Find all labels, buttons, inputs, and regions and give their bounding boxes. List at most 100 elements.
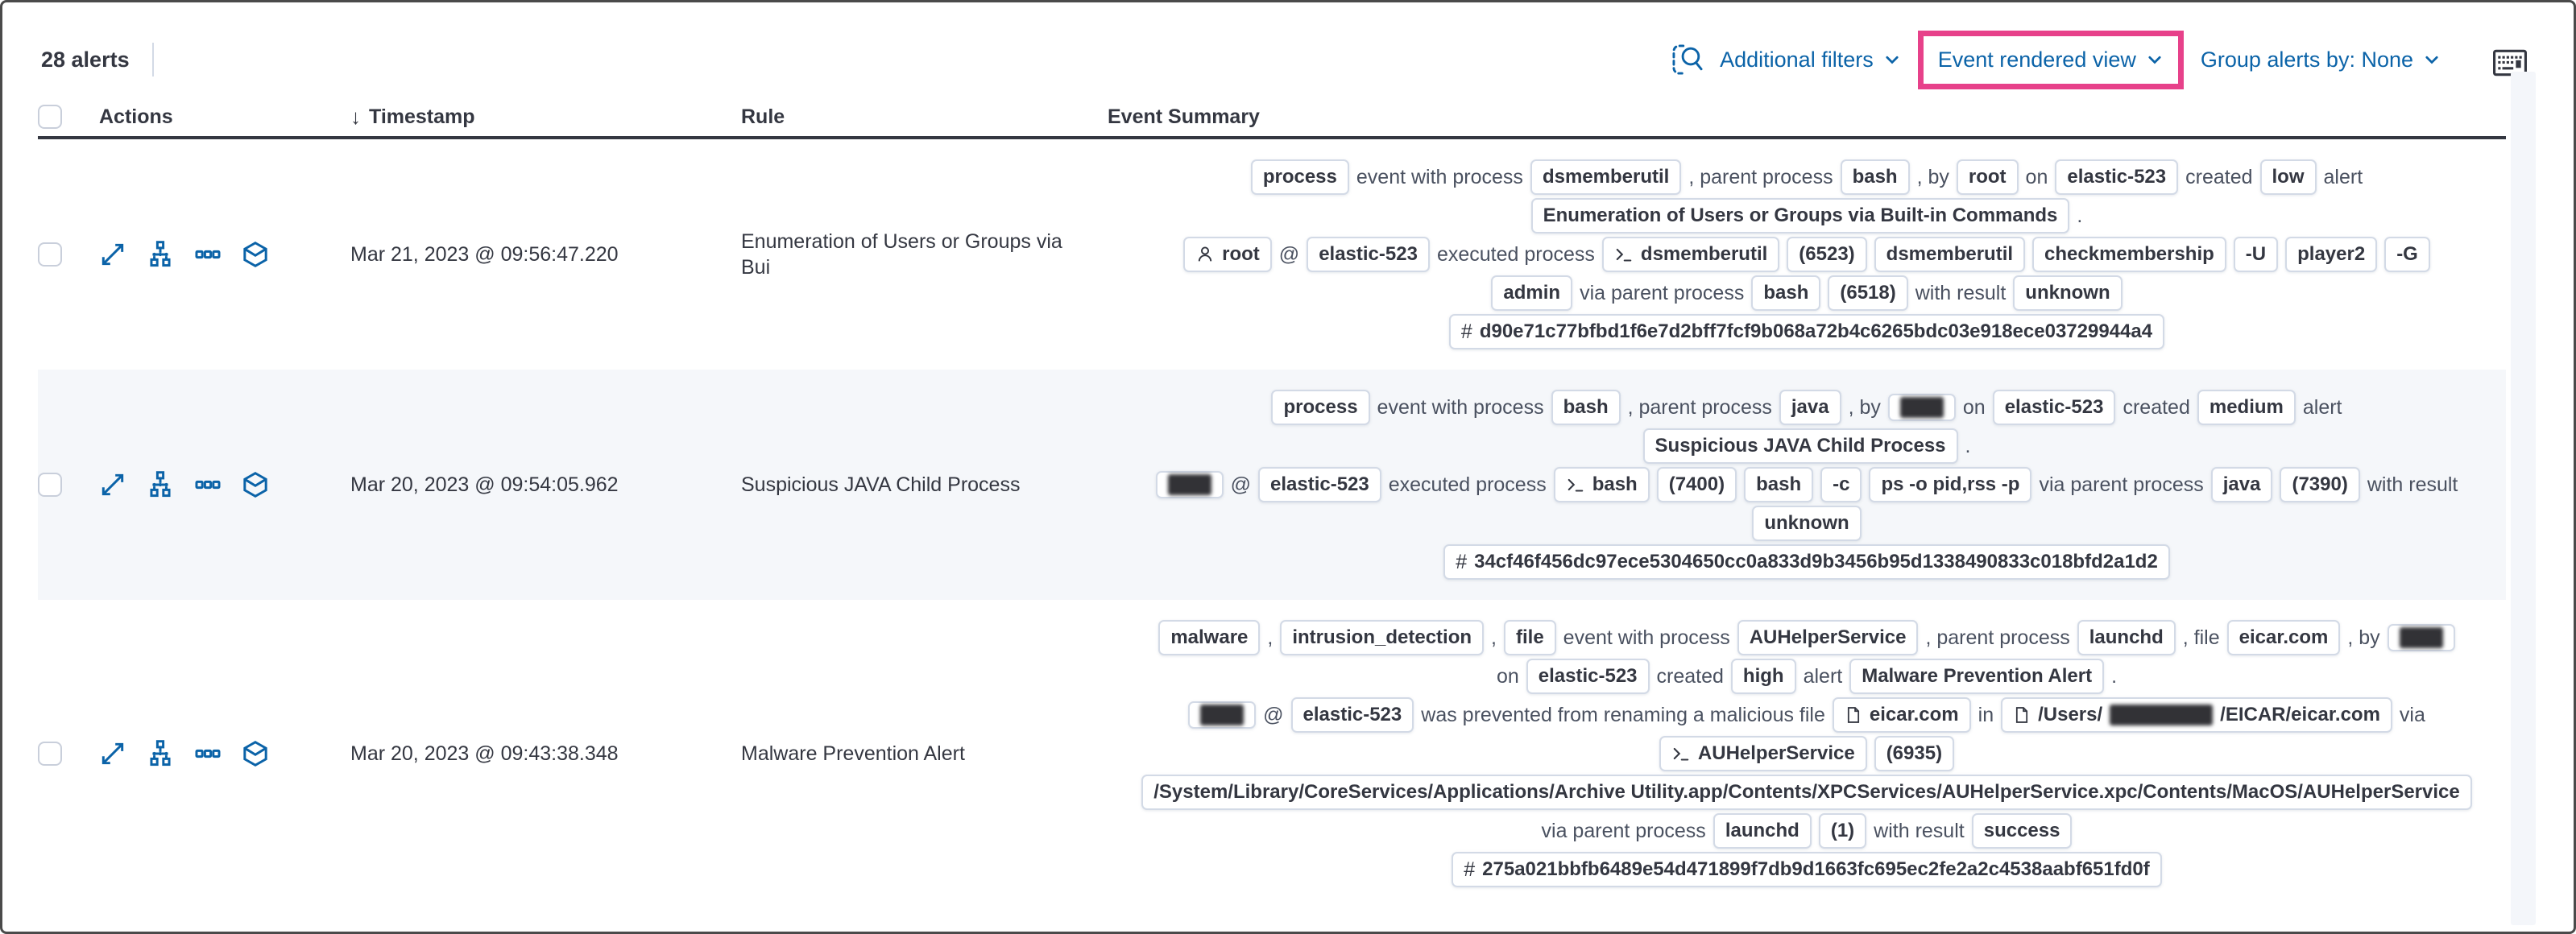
keyboard-shortcuts-icon xyxy=(2493,49,2527,76)
field-badge: java xyxy=(2210,467,2273,502)
badge-text: process xyxy=(1283,396,1358,418)
chevron-down-icon xyxy=(2148,56,2161,64)
inspect-icon xyxy=(1672,44,1703,75)
badge-text: Malware Prevention Alert xyxy=(1862,665,2093,687)
field-badge: unknown xyxy=(2013,275,2123,311)
field-badge: eicar.com xyxy=(1832,697,1971,733)
session-view-button[interactable] xyxy=(242,241,269,268)
additional-filters-button[interactable]: Additional filters xyxy=(1720,48,1901,72)
vertical-scrollbar[interactable] xyxy=(2511,72,2536,925)
badge-text: Suspicious JAVA Child Process xyxy=(1655,435,1946,457)
row-select-checkbox[interactable] xyxy=(38,242,62,267)
field-badge: dsmemberutil xyxy=(1601,237,1780,272)
badge-text: AUHelperService xyxy=(1749,626,1907,648)
field-badge: dsmemberutil xyxy=(1530,159,1682,195)
summary-text: @ xyxy=(1278,242,1300,266)
badge-text: -G xyxy=(2396,243,2418,265)
badge-text: d90e71c77bfbd1f6e7d2bff7fcf9b068a72b4c62… xyxy=(1479,320,2153,342)
field-badge: Enumeration of Users or Groups via Built… xyxy=(1530,198,2070,234)
field-badge: -U xyxy=(2233,237,2279,272)
row-select-checkbox[interactable] xyxy=(38,742,62,766)
toolbar-controls: Additional filters Event rendered view G… xyxy=(1671,30,2453,89)
view-selector-button[interactable]: Event rendered view xyxy=(1938,48,2164,72)
field-badge: AUHelperService xyxy=(1659,736,1867,771)
field-badge: java xyxy=(1779,390,1841,425)
summary-text: alert xyxy=(2323,165,2363,188)
badge-text: -U xyxy=(2245,243,2267,265)
field-badge: bash xyxy=(1551,390,1621,425)
keyboard-shortcuts-button[interactable] xyxy=(2493,49,2527,81)
badge-text: AUHelperService xyxy=(1697,742,1855,764)
analyzer-button[interactable] xyxy=(147,740,174,767)
row-checkbox-cell xyxy=(38,242,99,267)
header-timestamp[interactable]: Timestamp xyxy=(369,105,475,128)
hash-icon: # xyxy=(1460,320,1472,343)
field-badge: elastic-523 xyxy=(1307,237,1430,272)
inspect-button[interactable] xyxy=(1671,43,1704,76)
badge-text: (7390) xyxy=(2292,473,2348,495)
field-badge: eicar.com xyxy=(2226,620,2341,655)
summary-text: . xyxy=(2111,664,2118,688)
alert-rule-name: Suspicious JAVA Child Process xyxy=(741,473,1021,496)
badge-text: high xyxy=(1742,665,1784,687)
badge-text: launchd xyxy=(1725,820,1799,841)
badge-text: unknown xyxy=(2025,282,2110,304)
summary-text: created xyxy=(1656,664,1724,688)
analyzer-button[interactable] xyxy=(147,471,174,498)
field-badge xyxy=(1155,471,1224,498)
badge-text: (6935) xyxy=(1886,742,1943,764)
badge-text: unknown xyxy=(1764,512,1849,534)
alert-timestamp: Mar 21, 2023 @ 09:56:47.220 xyxy=(350,243,619,266)
expand-alert-button[interactable] xyxy=(99,471,126,498)
badge-text: /EICAR/eicar.com xyxy=(2220,704,2380,725)
summary-text: on xyxy=(2025,165,2048,188)
row-actions-cell xyxy=(99,740,350,767)
summary-text: , file xyxy=(2182,626,2220,649)
badge-text: java xyxy=(2222,473,2261,495)
field-badge: /Users//EICAR/eicar.com xyxy=(2001,697,2392,733)
analyzer-button[interactable] xyxy=(147,241,174,268)
sort-descending-icon[interactable]: ↓ xyxy=(350,104,361,129)
summary-text: via parent process xyxy=(1580,281,1745,304)
select-all-checkbox[interactable] xyxy=(38,105,62,129)
field-badge: elastic-523 xyxy=(1290,697,1414,733)
summary-text: @ xyxy=(1263,703,1284,726)
more-actions-button[interactable] xyxy=(194,471,222,498)
summary-text: , by xyxy=(2347,626,2380,649)
badge-text: eicar.com xyxy=(1869,704,1959,725)
badge-text: dsmemberutil xyxy=(1542,166,1670,188)
summary-text: event with process xyxy=(1377,395,1544,419)
more-actions-button[interactable] xyxy=(194,740,222,767)
more-actions-button[interactable] xyxy=(194,241,222,268)
badge-text: elastic-523 xyxy=(2004,396,2104,418)
field-badge: bash xyxy=(1744,467,1814,502)
expand-alert-button[interactable] xyxy=(99,241,126,268)
row-select-checkbox[interactable] xyxy=(38,473,62,497)
field-badge: (1) xyxy=(1818,813,1867,849)
summary-text: . xyxy=(1965,434,1971,457)
alert-count: 28 alerts xyxy=(41,47,130,72)
field-badge: launchd xyxy=(2077,620,2176,655)
session-view-button[interactable] xyxy=(242,740,269,767)
field-badge xyxy=(2387,624,2455,651)
file-icon xyxy=(2016,707,2028,723)
field-badge: process xyxy=(1271,390,1370,425)
badge-text: file xyxy=(1515,626,1544,648)
session-view-button[interactable] xyxy=(242,471,269,498)
badge-text: (6523) xyxy=(1799,243,1855,265)
badge-text: elastic-523 xyxy=(1269,473,1369,495)
row-checkbox-cell xyxy=(38,473,99,497)
field-badge: elastic-523 xyxy=(2055,159,2179,195)
badge-text: bash xyxy=(1592,473,1638,495)
expand-alert-button[interactable] xyxy=(99,740,126,767)
row-action-buttons xyxy=(99,471,350,498)
group-alerts-button[interactable]: Group alerts by: None xyxy=(2201,48,2441,72)
field-badge: (6518) xyxy=(1828,275,1908,311)
